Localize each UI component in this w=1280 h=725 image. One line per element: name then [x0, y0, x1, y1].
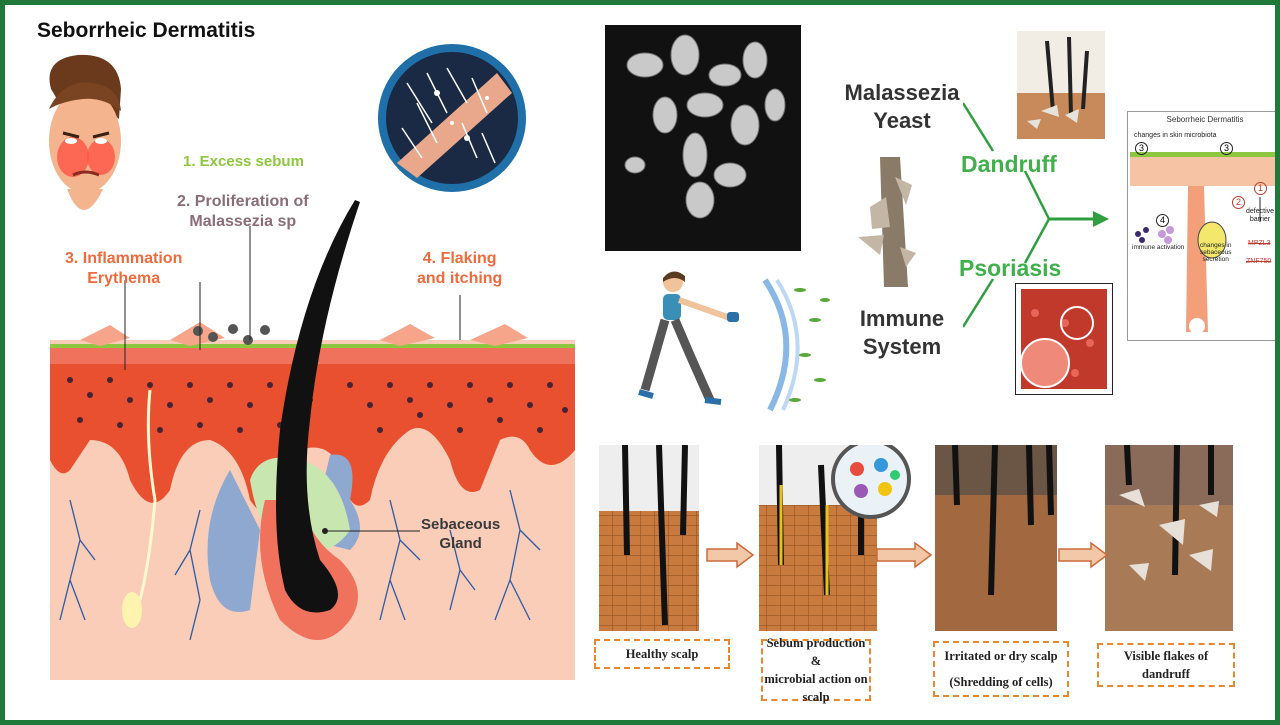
stage-healthy-panel — [599, 445, 699, 631]
mini-step-3b: 3 — [1220, 142, 1233, 155]
mini-barrier-line1: defective — [1246, 208, 1275, 215]
mini-immune-label: immune activation — [1132, 244, 1185, 251]
label-excess-sebum: 1. Excess sebum — [183, 153, 304, 170]
caption-visible-flakes: Visible flakes of dandruff — [1097, 643, 1235, 687]
caption-healthy-scalp: Healthy scalp — [594, 639, 730, 669]
mini-secretion-line2: sebaceous — [1200, 249, 1232, 256]
mini-step-2: 2 — [1232, 196, 1245, 209]
mini-step-4: 4 — [1156, 214, 1169, 227]
caption-flakes-line1: Visible flakes of — [1123, 649, 1209, 663]
scalp-stages-strip — [599, 445, 1233, 631]
caption-flakes-line2: dandruff — [1142, 667, 1190, 681]
label-inflammation: 3. Inflammation Erythema — [65, 249, 182, 289]
mini-secretion-line3: secretion — [1202, 256, 1229, 263]
caption-sebum-line2: microbial action on — [764, 672, 868, 686]
dandruff-hair-thumbnail — [1017, 31, 1105, 139]
mini-znf750: ZNF750 — [1246, 258, 1272, 265]
caption-sebum-line3: scalp — [802, 690, 830, 704]
psoriasis-skin-thumbnail — [1015, 283, 1113, 395]
cause-flow-arrows — [963, 102, 1109, 328]
mini-barrier-line2: barrier — [1249, 216, 1271, 223]
caption-healthy-line1: Healthy scalp — [625, 647, 699, 661]
inflammation-line1: 3. Inflammation — [65, 250, 183, 267]
proliferation-line2: Malassezia sp — [189, 213, 297, 230]
label-psoriasis: Psoriasis — [959, 255, 1062, 281]
label-proliferation: 2. Proliferation of Malassezia sp — [177, 192, 309, 232]
label-dandruff: Dandruff — [961, 151, 1057, 177]
immune-defense-illustration — [638, 271, 830, 412]
label-malassezia: Malassezia Yeast — [837, 79, 967, 135]
yeast-microscope-image — [605, 25, 801, 251]
stage-arrows — [706, 541, 1109, 569]
caption-irritated-line2: (Shredding of cells) — [949, 675, 1053, 689]
stage-sebum-panel — [759, 445, 911, 631]
immune-line2: System — [862, 334, 942, 359]
scalp-flakes-magnifier — [378, 44, 526, 192]
mini-mpzl3: MPZL3 — [1248, 240, 1271, 247]
mini-step-1: 1 — [1254, 182, 1267, 195]
flaking-line2: and itching — [417, 270, 503, 287]
irritated-face-illustration — [49, 54, 121, 210]
caption-irritated-scalp: Irritated or dry scalp (Shredding of cel… — [933, 641, 1069, 697]
gland-line2: Gland — [439, 535, 482, 552]
mini-secretion-label: changes in sebaceous secretion — [1200, 242, 1231, 263]
caption-sebum-line1: Sebum production & — [766, 636, 866, 668]
malassezia-line1: Malassezia — [844, 80, 960, 105]
gland-line1: Sebaceous — [421, 516, 501, 533]
label-flaking: 4. Flaking and itching — [417, 249, 502, 289]
label-sebaceous-gland: Sebaceous Gland — [421, 515, 500, 553]
malassezia-line2: Yeast — [873, 108, 931, 133]
mini-step-3a: 3 — [1135, 142, 1148, 155]
hair-shaft-scales-image — [858, 157, 916, 287]
inflammation-line2: Erythema — [87, 270, 161, 287]
mini-secretion-line1: changes in — [1200, 242, 1232, 249]
caption-sebum-production: Sebum production & microbial action on s… — [761, 636, 871, 704]
immune-line1: Immune — [859, 306, 945, 331]
stage-flakes-panel — [1105, 445, 1233, 631]
main-title: Seborrheic Dermatitis — [37, 19, 256, 42]
flaking-line1: 4. Flaking — [422, 250, 497, 267]
mini-title: Seborrheic Dermatitis — [1166, 115, 1244, 124]
label-immune-system: Immune System — [837, 305, 967, 361]
caption-irritated-line1: Irritated or dry scalp — [944, 649, 1058, 663]
mini-barrier-label: defective barrier — [1246, 208, 1274, 224]
stage-irritated-panel — [935, 445, 1057, 631]
proliferation-line1: 2. Proliferation of — [177, 193, 309, 210]
mini-microbiota-label: changes in skin microbiota — [1134, 132, 1217, 139]
mini-diagram-artwork — [1130, 152, 1275, 334]
mini-pathway-diagram: Seborrheic Dermatitis changes in skin mi… — [1127, 111, 1275, 341]
skin-cross-section-diagram — [50, 200, 575, 680]
